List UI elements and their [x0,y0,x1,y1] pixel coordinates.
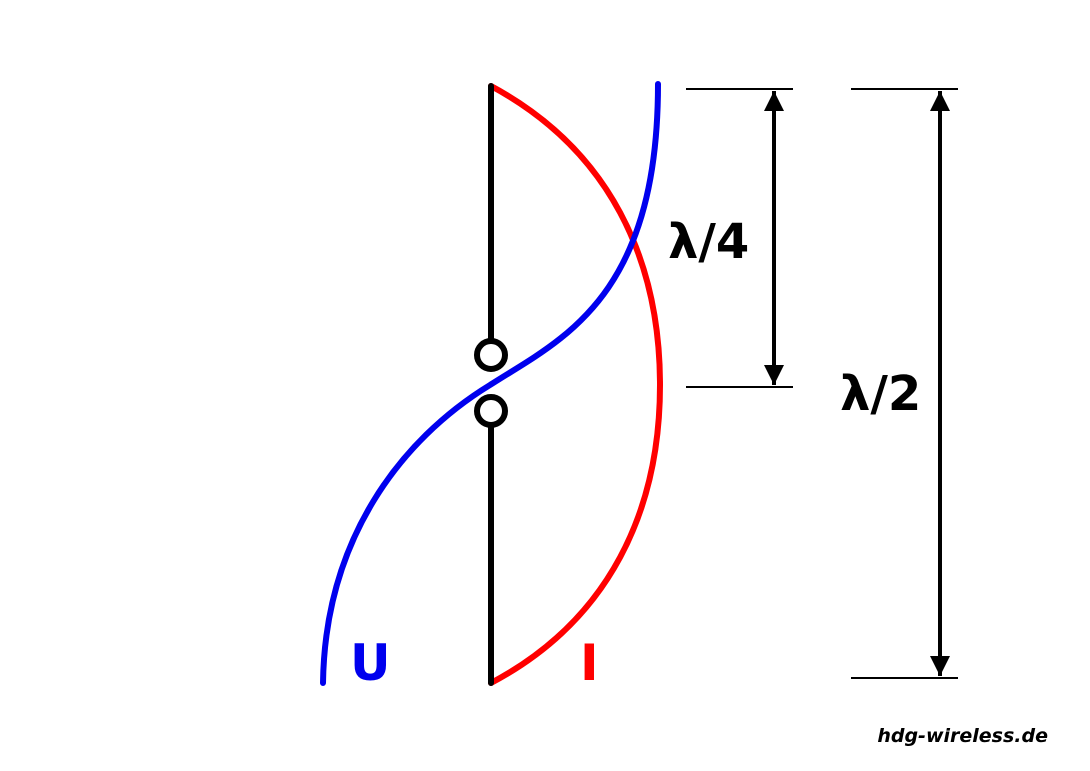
upper-feed-terminal [474,338,508,372]
site-credit: hdg-wireless.de [877,725,1048,747]
current-curve [488,83,664,686]
voltage-label: U [350,634,391,692]
quarter-wave-label: λ/4 [668,214,749,270]
current-label: I [580,634,599,692]
half-wave-label: λ/2 [840,366,921,422]
lower-feed-terminal [474,394,508,428]
voltage-curve [320,81,661,686]
